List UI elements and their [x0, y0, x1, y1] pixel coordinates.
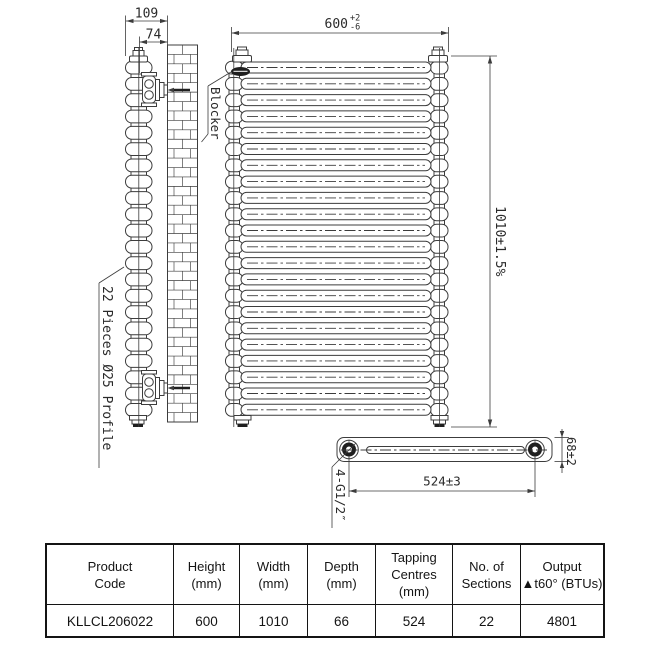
dim-depth-bracket: 74	[146, 28, 162, 43]
dimension-lines	[125, 15, 569, 497]
foot-side	[129, 415, 147, 427]
col-header-output: Output▲t60° (BTUs)	[521, 558, 603, 591]
cell-width: 1010	[240, 605, 308, 638]
table-data-row: KLLCL206022 600 1010 66 524 22 4801	[47, 605, 603, 638]
wall-brackets	[141, 72, 190, 405]
blocker-plug	[231, 67, 250, 76]
front-view-tubes	[240, 61, 432, 416]
cell-height: 600	[174, 605, 240, 638]
dim-width: 600	[325, 17, 348, 32]
front-left-column	[225, 60, 244, 417]
col-header-depth: Depth(mm)	[308, 545, 376, 604]
cell-tapping-centres: 524	[376, 605, 453, 638]
cell-output: 4801	[546, 614, 578, 629]
dim-plan-depth: 68±2	[564, 437, 578, 466]
connections-label: 4-G1/2″	[333, 469, 348, 522]
foot-front-left	[233, 415, 252, 427]
cell-sections: 22	[453, 605, 521, 638]
dim-tapping-centres: 524±3	[423, 474, 461, 489]
brick-wall	[167, 44, 198, 423]
leader-lines	[98, 71, 357, 528]
col-header-height: Height(mm)	[174, 545, 240, 604]
dim-width-tol-lower: -6	[350, 23, 360, 33]
blocker-label: Blocker	[208, 87, 223, 140]
dim-width-tol-upper: +2	[350, 14, 360, 24]
plan-view	[336, 437, 553, 462]
col-header-width: Width(mm)	[240, 545, 308, 604]
cell-product-code: KLLCL206022	[47, 605, 174, 638]
technical-drawing: 109 74 600 +2 -6 1010±1.5% Blocker 22 Pi…	[98, 7, 578, 528]
cell-depth: 66	[308, 605, 376, 638]
dim-depth-total: 109	[135, 7, 158, 22]
profile-note: 22 Pieces Ø25 Profile	[99, 286, 114, 451]
dim-height: 1010±1.5%	[492, 206, 507, 277]
